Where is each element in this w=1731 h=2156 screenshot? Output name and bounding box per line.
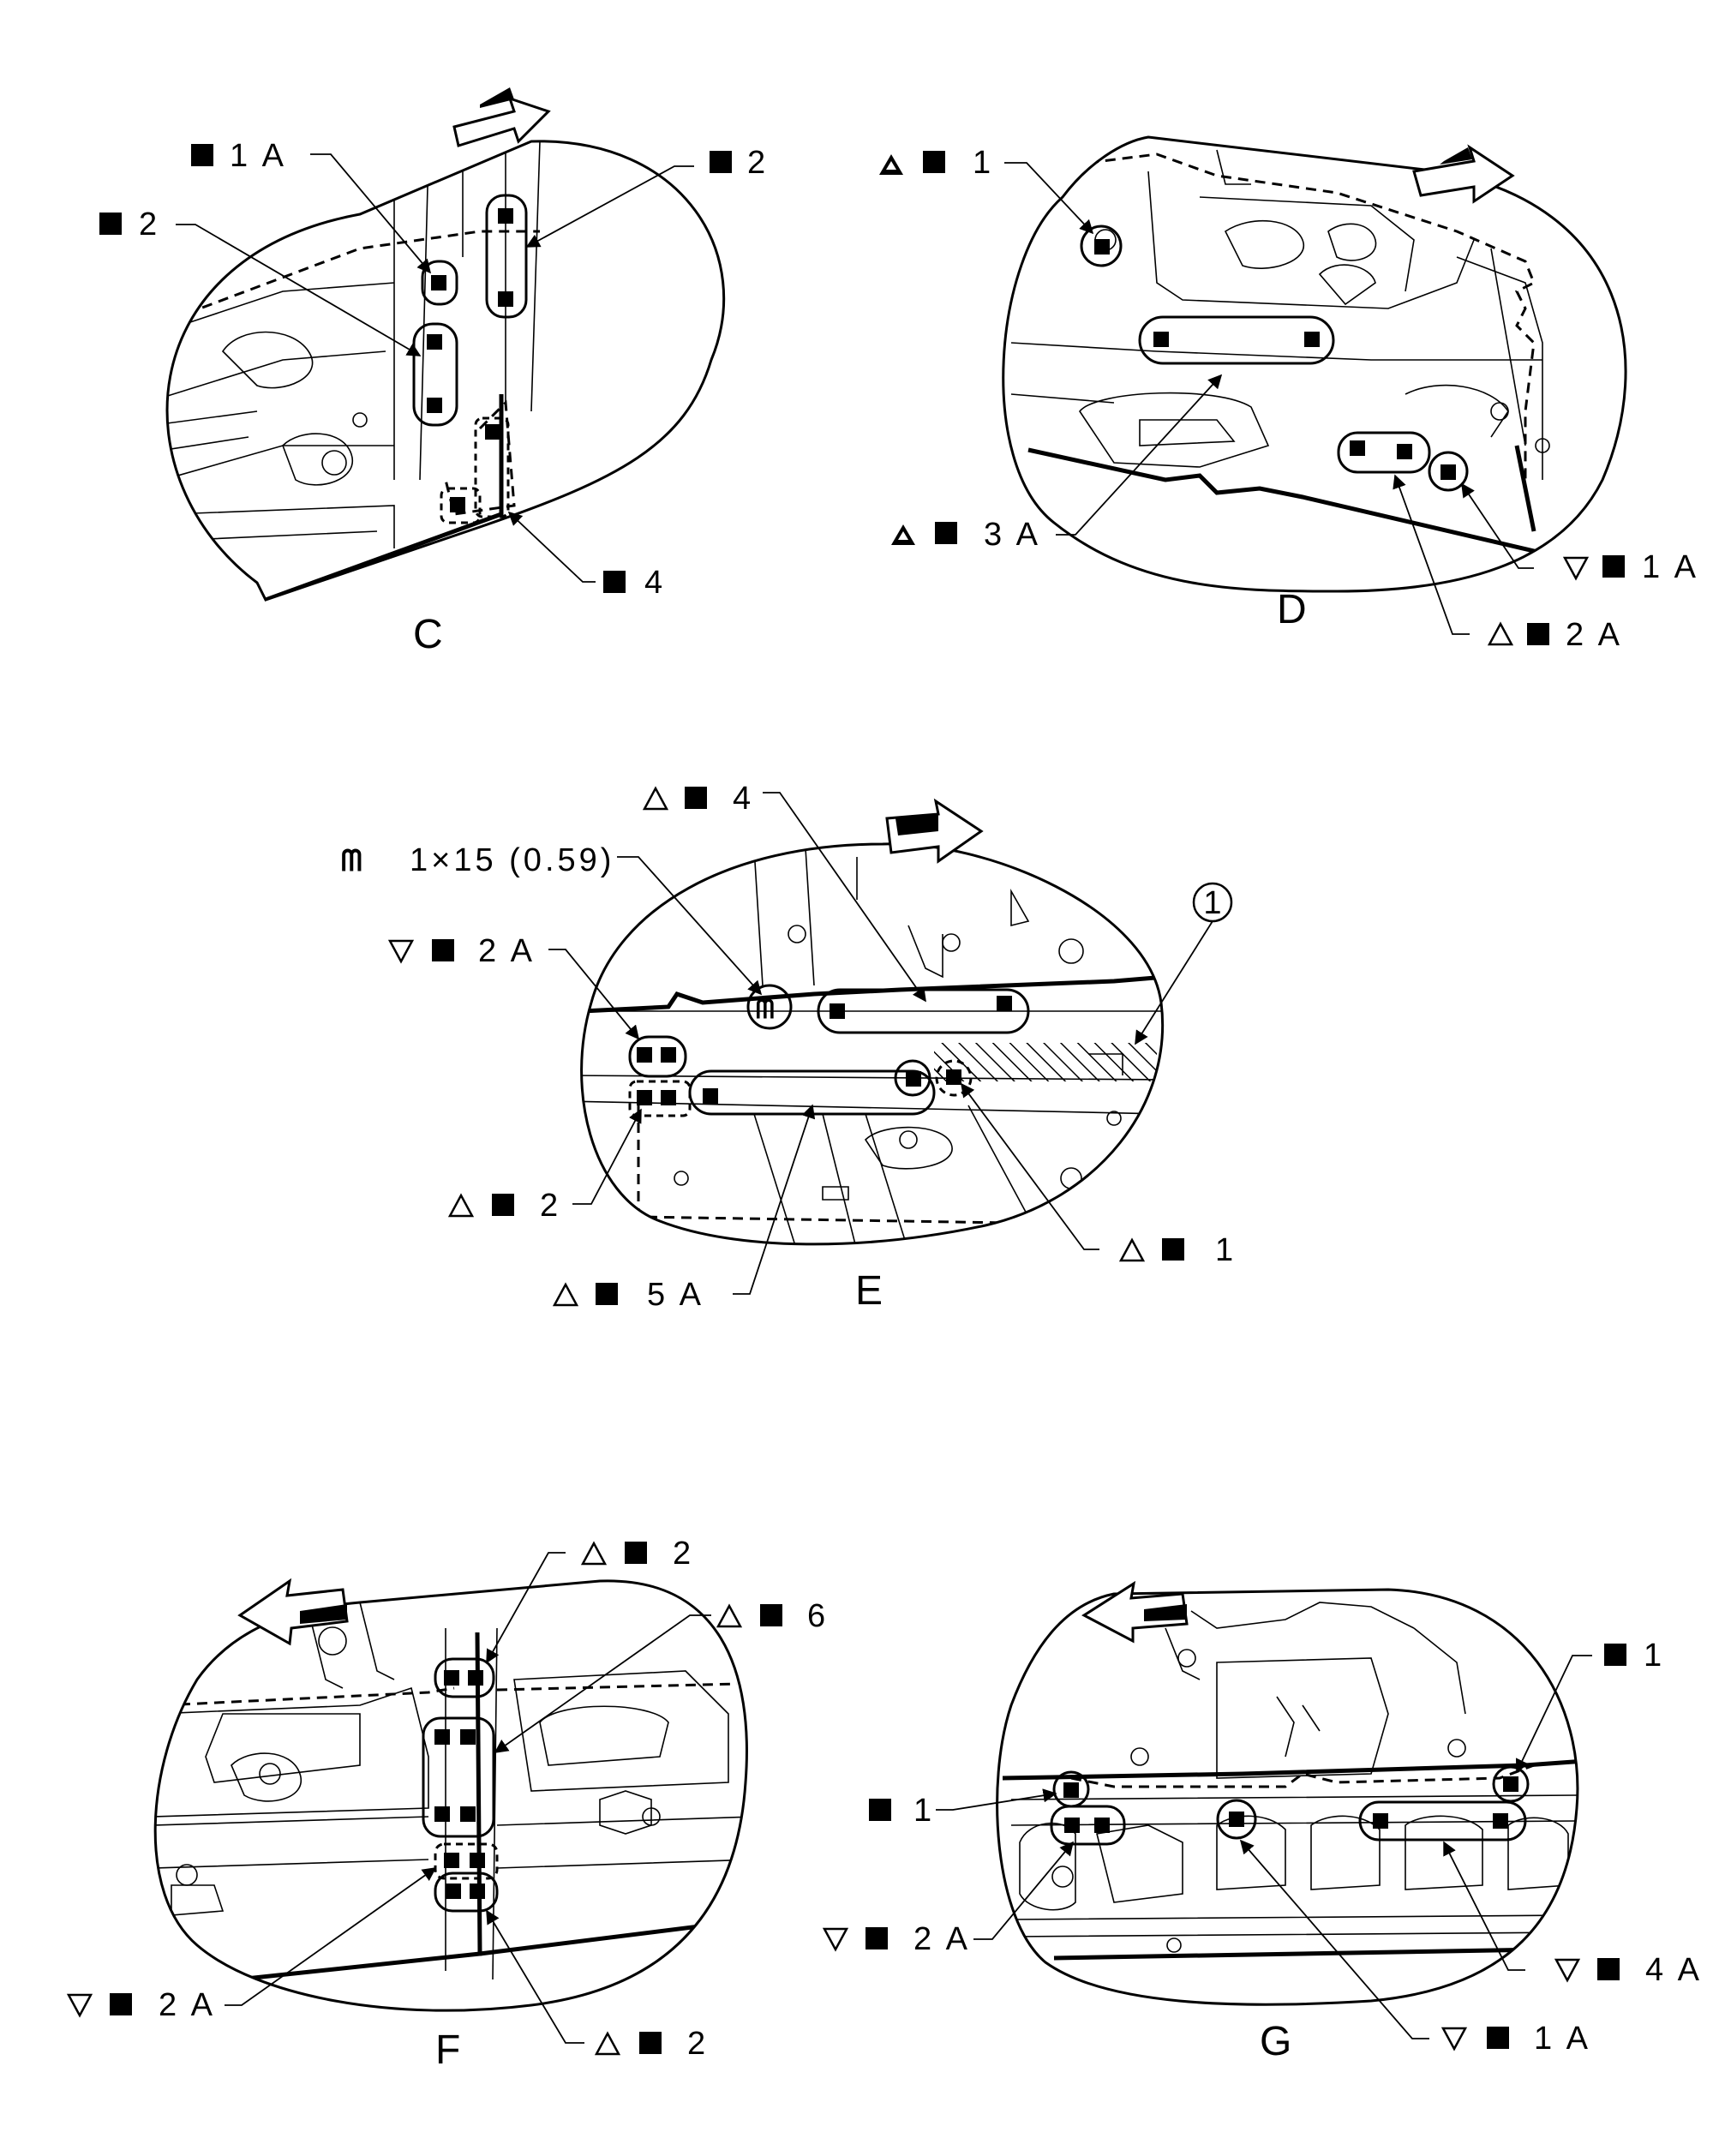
callout-e-1: 1	[1215, 1232, 1237, 1268]
view-e-weld-points: ᗰ	[637, 995, 1012, 1105]
view-d-weld-points	[1094, 239, 1456, 480]
callout-f-6: 6	[807, 1598, 829, 1634]
view-g-weld-points	[1063, 1776, 1518, 1833]
callout-d-1a: 1 A	[1642, 549, 1699, 585]
callout-g-1-left: 1	[913, 1793, 935, 1829]
callout-e-bolt-size: 1×15 (0.59)	[410, 842, 614, 878]
callout-g-1-right: 1	[1644, 1638, 1665, 1674]
view-e: ᗰ 1 4 ᗰ 1×15 (0.59) 2	[341, 781, 1237, 1314]
view-f-outline	[153, 1579, 748, 2012]
bolt-symbol-icon: ᗰ	[756, 995, 775, 1025]
callout-e-2a: 2 A	[478, 933, 536, 969]
callout-g-4a: 4 A	[1645, 1952, 1703, 1988]
callout-g-2a: 2 A	[913, 1921, 971, 1957]
callout-e-2: 2	[540, 1188, 561, 1224]
callout-c-1a: 1 A	[230, 138, 287, 174]
view-f-weld-points	[434, 1670, 485, 1899]
callout-d-1: 1	[973, 145, 994, 181]
view-d-detail	[1010, 149, 1560, 560]
view-c: 1 A 2 2 4 C	[99, 87, 769, 657]
view-f-label: F	[435, 2027, 460, 2073]
view-c-callouts: 1 A 2 2 4	[99, 138, 769, 601]
view-g-detail	[1002, 1602, 1578, 1961]
view-d-callouts: 1 3 A 1 A 2 A	[879, 145, 1699, 653]
callout-e-bolt-icon: ᗰ	[341, 844, 362, 878]
callout-c-2-left: 2	[139, 207, 160, 243]
view-g-front-arrow-icon	[1081, 1580, 1189, 1644]
view-e-detail	[581, 847, 1163, 1244]
callout-f-2-bottom: 2	[687, 2026, 709, 2062]
callout-e-5a: 5 A	[647, 1277, 704, 1313]
view-e-label: E	[855, 1268, 883, 1314]
callout-g-1a: 1 A	[1534, 2021, 1591, 2057]
callout-f-2-top: 2	[673, 1536, 694, 1572]
view-f: 2 6 2 A 2 F	[66, 1536, 829, 2073]
view-c-label: C	[413, 612, 443, 657]
callout-f-2a: 2 A	[159, 1987, 216, 2023]
view-g-label: G	[1260, 2019, 1291, 2064]
view-g: 1 1 2 A 4 A 1 A G	[822, 1580, 1703, 2064]
view-f-detail	[155, 1602, 747, 1986]
view-c-front-arrow-icon	[452, 96, 551, 147]
view-g-callouts: 1 1 2 A 4 A 1 A	[822, 1638, 1703, 2057]
view-f-callouts: 2 6 2 A 2	[66, 1536, 829, 2062]
view-f-front-arrow-icon	[237, 1578, 349, 1646]
view-d-label: D	[1277, 587, 1307, 632]
view-d: 1 3 A 1 A 2 A D	[879, 135, 1699, 653]
callout-e-4: 4	[733, 781, 754, 817]
callout-d-2a: 2 A	[1566, 617, 1623, 653]
view-c-weld-points	[427, 208, 513, 512]
view-c-detail	[167, 141, 541, 601]
view-d-front-arrow-icon	[1412, 144, 1515, 204]
callout-c-4: 4	[644, 565, 666, 601]
part-number-label: 1	[1203, 885, 1221, 921]
view-e-outline	[580, 842, 1164, 1246]
callout-d-3a: 3 A	[984, 517, 1041, 553]
callout-c-2-right: 2	[747, 145, 769, 181]
view-e-callouts: 4 ᗰ 1×15 (0.59) 2 A 2 5 A 1	[341, 781, 1237, 1313]
